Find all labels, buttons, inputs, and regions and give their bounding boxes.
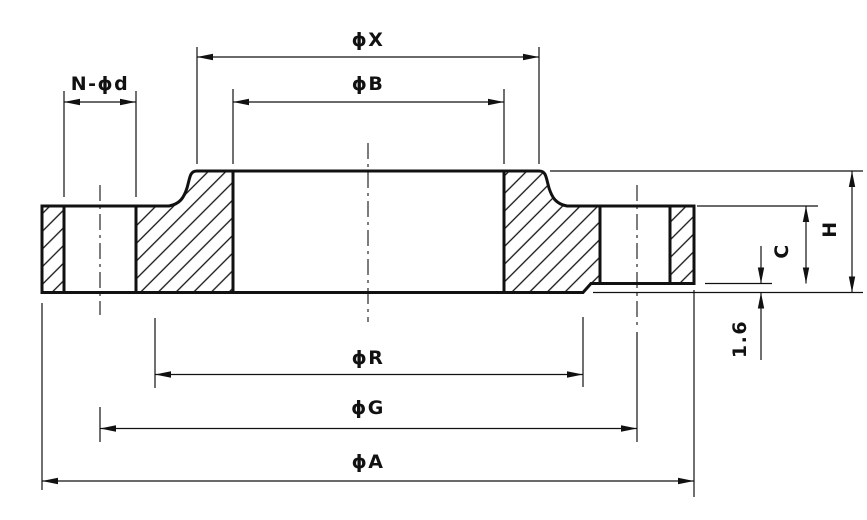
label-phi-g: ϕG — [351, 397, 385, 419]
arrow-n-phi-d-left — [64, 98, 80, 106]
arrow-c-top — [802, 206, 810, 222]
arrow-phi-r-right — [567, 371, 583, 378]
label-phi-r: ϕR — [352, 347, 385, 369]
arrow-phi-b-left — [233, 98, 249, 106]
arrow-phi-g-left — [100, 425, 116, 432]
arrow-h-bottom — [848, 276, 856, 293]
label-phi-x: ϕX — [352, 29, 385, 51]
hatch-left-web — [136, 171, 233, 293]
label-raised-face-height: 1.6 — [729, 320, 751, 358]
arrow-phi-g-right — [621, 425, 637, 432]
centerlines — [99, 143, 638, 330]
label-n-phi-d: N-ϕd — [71, 73, 130, 95]
hatch-left-rim — [42, 206, 64, 293]
flange-body-outline — [40, 169, 696, 294]
label-phi-a: ϕA — [352, 451, 385, 473]
arrow-raised-face-down — [757, 267, 765, 284]
arrow-phi-r-left — [155, 371, 171, 378]
arrow-phi-a-right — [678, 477, 694, 485]
section-hatching — [42, 171, 694, 293]
arrow-phi-x-right — [523, 53, 539, 61]
arrow-phi-x-left — [197, 53, 213, 61]
label-c: C — [771, 243, 793, 258]
dimension-labels: ϕX ϕB N-ϕd ϕR ϕG ϕA H C 1.6 — [71, 29, 841, 473]
arrow-h-top — [848, 171, 856, 187]
label-phi-b: ϕB — [352, 73, 385, 95]
arrow-phi-b-right — [488, 98, 504, 106]
arrow-raised-face-up — [757, 292, 765, 309]
flange-outline — [40, 169, 696, 294]
label-h: H — [819, 220, 841, 237]
arrow-c-bottom — [802, 267, 810, 284]
arrow-phi-a-left — [42, 477, 58, 485]
dimension-arrowheads — [42, 53, 856, 485]
hatch-right-rim — [670, 206, 694, 284]
hatch-right-web — [504, 171, 600, 293]
arrow-n-phi-d-right — [120, 98, 136, 106]
